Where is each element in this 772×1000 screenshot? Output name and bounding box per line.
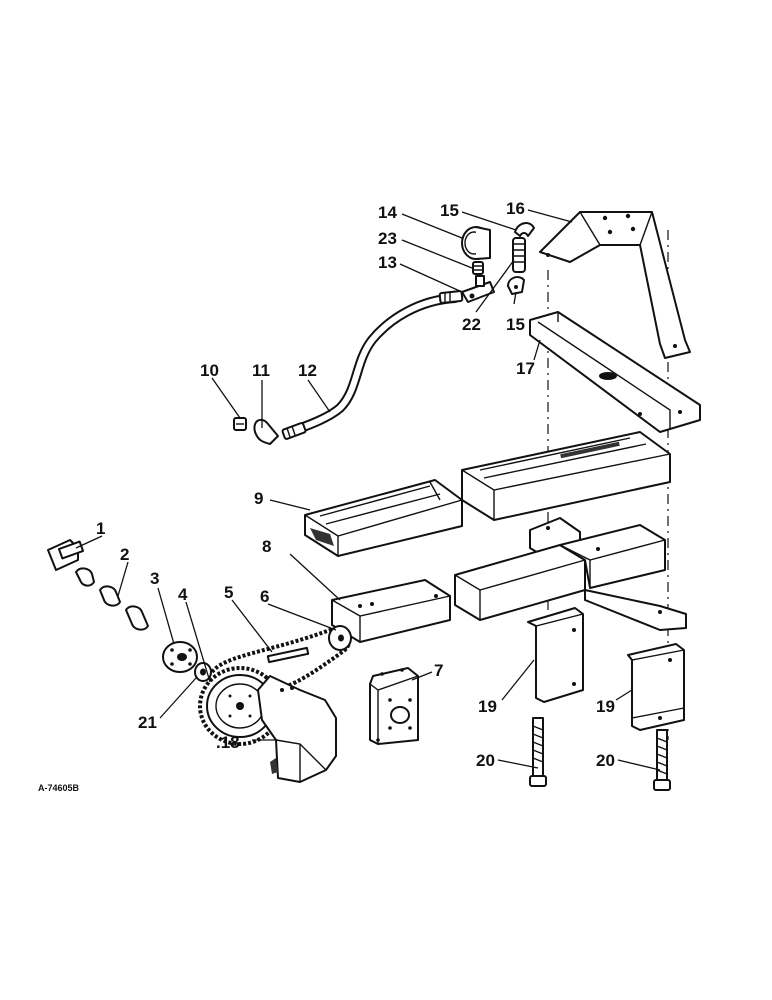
label-18: .18 [216, 733, 240, 752]
label-22: 22 [462, 315, 481, 334]
label-10: 10 [200, 361, 219, 380]
part-20-bolt-right [653, 729, 671, 791]
part-8-channel [331, 579, 451, 643]
part-labels: 1 2 3 4 5 6 7 8 9 10 11 12 13 14 15 15 1… [96, 199, 615, 770]
part-9-tube [304, 479, 463, 557]
label-16: 16 [506, 199, 525, 218]
part-10-plug [233, 417, 247, 431]
label-20-left: 20 [476, 751, 495, 770]
part-3-sprocket [162, 641, 198, 673]
part-19-bracket-right [627, 643, 685, 731]
part-16-support-bracket [539, 211, 691, 359]
part-11-elbow [253, 418, 279, 445]
label-11: 11 [252, 361, 270, 380]
label-20-right: 20 [596, 751, 615, 770]
label-6: 6 [260, 587, 269, 606]
part-17-channel [529, 311, 701, 433]
label-21: 21 [138, 713, 157, 732]
part-21-washer [194, 662, 212, 682]
part-6-small-sprocket [328, 625, 352, 651]
label-13: 13 [378, 253, 397, 272]
label-19-right: 19 [596, 697, 615, 716]
part-12-hose [281, 290, 464, 440]
label-12: 12 [298, 361, 317, 380]
label-23: 23 [378, 229, 397, 248]
part-23-fitting [472, 261, 484, 275]
part-19-bracket-left [527, 607, 584, 703]
label-2: 2 [120, 545, 129, 564]
label-5: 5 [224, 583, 233, 602]
part-13-tee-fitting [461, 275, 495, 303]
label-3: 3 [150, 569, 159, 588]
label-7: 7 [434, 661, 443, 680]
label-8: 8 [262, 537, 271, 556]
part-1-shaft [47, 539, 85, 571]
part-15-elbow-upper [514, 222, 535, 237]
label-14: 14 [378, 203, 397, 222]
label-1: 1 [96, 519, 105, 538]
part-15-elbow-lower [507, 276, 525, 295]
part-14-gauge [461, 226, 491, 260]
part-22-nipple [512, 237, 526, 273]
cross-tube-assembly [454, 517, 687, 631]
part-2-rollers [75, 567, 149, 631]
label-15-upper: 15 [440, 201, 459, 220]
label-4: 4 [178, 585, 188, 604]
label-9: 9 [254, 489, 263, 508]
tube-assembly-right [461, 431, 671, 521]
part-20-bolt-left [529, 717, 547, 787]
part-7-mounting-plate [369, 667, 419, 745]
drawing-number: A-74605B [38, 783, 80, 793]
label-19-left: 19 [478, 697, 497, 716]
part-18-guard [257, 675, 337, 783]
label-17: 17 [516, 359, 535, 378]
label-15-lower: 15 [506, 315, 525, 334]
leader-lines [75, 209, 661, 771]
